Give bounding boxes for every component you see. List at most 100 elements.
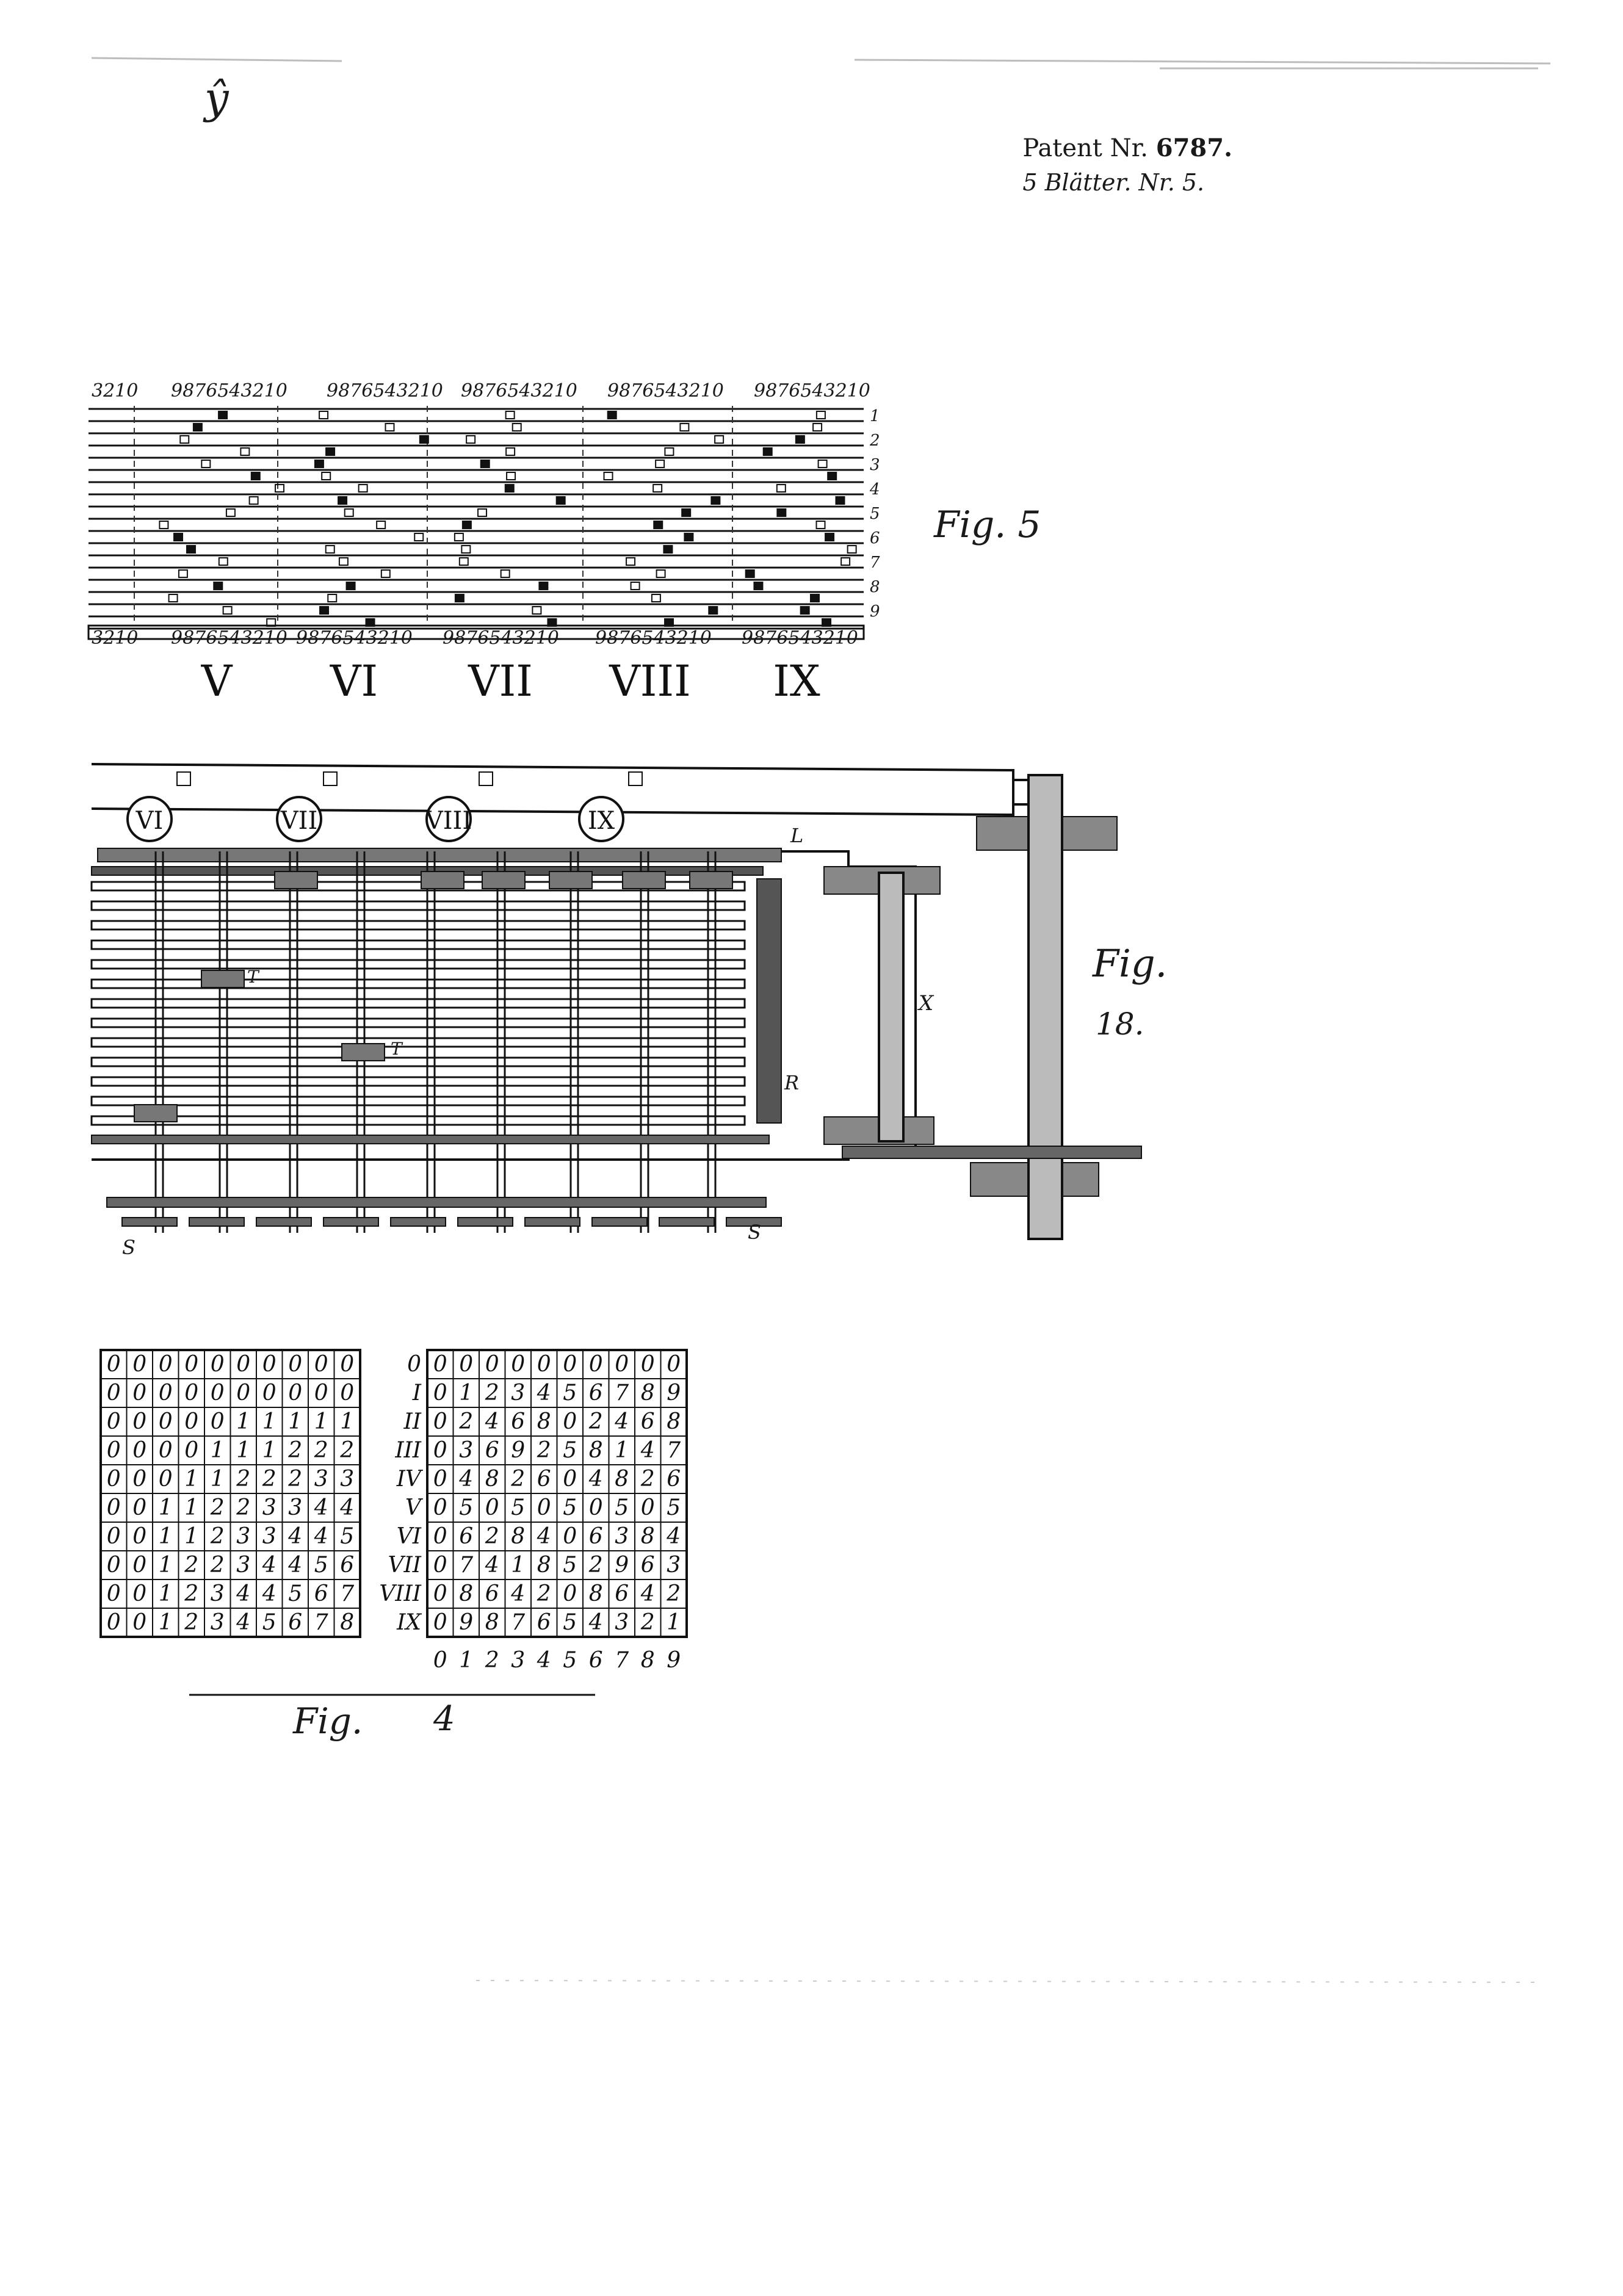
punch-hole [603,472,613,480]
right-table-cell: 0 [615,1352,629,1377]
row-label: 7 [870,554,880,572]
left-table-cell: 1 [262,1438,277,1463]
gear-block [622,871,666,889]
column-label: 6 [589,1648,603,1673]
letter-r: R [784,1071,799,1094]
punch-mark [218,411,228,419]
base-strip [87,624,865,640]
side-block-r [756,878,782,1124]
letter-s1: S [122,1236,136,1259]
punch-hole [275,484,285,493]
left-table-cell: 1 [262,1409,277,1434]
right-table-cell: 5 [563,1495,577,1520]
punch-mark [800,606,810,615]
right-table-cell: 6 [641,1553,655,1578]
left-table-cell: 5 [340,1524,354,1549]
circle-label: VIII [425,807,472,835]
left-table-cell: 2 [184,1553,198,1578]
right-table-cell: 0 [433,1409,447,1434]
row-label: 3 [870,456,880,474]
left-table-cell: 0 [211,1409,225,1434]
left-table-cell: 0 [184,1352,198,1377]
punch-mark [762,447,773,456]
counter-bar [90,998,746,1009]
punch-hole [511,423,522,431]
punch-hole [655,460,665,468]
gear-block [689,871,733,889]
right-table-cell: 2 [537,1438,551,1463]
gear-block [341,1043,385,1061]
fig4-number: 4 [433,1699,455,1739]
row-label: 6 [870,529,880,547]
right-table-cell: 8 [537,1553,551,1578]
scan-noise-top [91,57,1551,70]
punch-mark [710,496,721,505]
left-table-cell: 0 [107,1553,121,1578]
right-table-cell: 2 [485,1381,499,1406]
left-table-cell: 3 [262,1495,277,1520]
row-roman-label: VII [388,1553,422,1578]
bottom-gear [659,1217,715,1227]
punch-mark [480,460,490,468]
right-table-cell: 8 [615,1467,629,1492]
punch-hole [500,569,510,578]
right-table-cell: 0 [433,1524,447,1549]
punch-hole [266,618,277,627]
top-rail-square [479,771,493,786]
right-table-cell: 6 [641,1409,655,1434]
roman-vi: VI [330,656,378,706]
punch-hole [454,533,464,541]
left-table-cell: 4 [314,1495,328,1520]
right-table-cell: 8 [667,1409,681,1434]
right-table-cell: 6 [537,1610,551,1635]
left-table-cell: 1 [236,1438,250,1463]
right-table-cell: 3 [459,1438,473,1463]
left-table-cell: 0 [159,1381,173,1406]
right-table-cell: 7 [667,1438,681,1463]
circle-label: VII [280,807,318,835]
punch-mark [250,472,261,480]
right-table-cell: 0 [511,1352,525,1377]
punch-mark [753,582,764,590]
row-label: 5 [870,505,880,523]
left-table-cell: 2 [236,1467,250,1492]
patent-label: Patent Nr. [1022,134,1149,162]
right-table-cell: 0 [563,1524,577,1549]
punch-hole [812,423,823,431]
bottom-digits-1: 9876543210 [171,627,287,649]
right-table-cell: 4 [614,1409,629,1434]
punch-mark [795,435,805,444]
row-label: 4 [869,480,880,499]
right-table-cell: 2 [485,1524,499,1549]
top-rail-square [628,771,643,786]
bottom-gear [457,1217,513,1227]
right-table-cell: 8 [485,1467,499,1492]
left-table-cell: 0 [132,1352,146,1377]
row-label: 1 [870,407,880,425]
counter-bar [90,1076,746,1087]
left-table-cell: 0 [107,1610,121,1635]
column-label: 2 [485,1648,499,1673]
punch-mark [825,533,835,541]
right-table-cell: 9 [667,1381,681,1406]
punch-mark [454,594,464,602]
bottom-plate [106,1197,767,1208]
column-label: 5 [563,1648,577,1673]
gear-block [549,871,593,889]
right-table-cell: 0 [485,1352,499,1377]
punch-hole [505,411,515,419]
right-table-cell: 5 [459,1495,473,1520]
right-table-cell: 0 [641,1495,655,1520]
right-table-cell: 5 [511,1495,525,1520]
punch-mark [745,569,755,578]
left-table-cell: 1 [340,1409,354,1434]
right-table-cell: 5 [563,1381,577,1406]
right-table-cell: 4 [458,1467,473,1492]
punch-hole [817,460,828,468]
punch-mark [835,496,845,505]
row-label: 8 [870,578,880,596]
right-table-cell: 0 [433,1553,447,1578]
roman-vii: VII [468,656,533,706]
